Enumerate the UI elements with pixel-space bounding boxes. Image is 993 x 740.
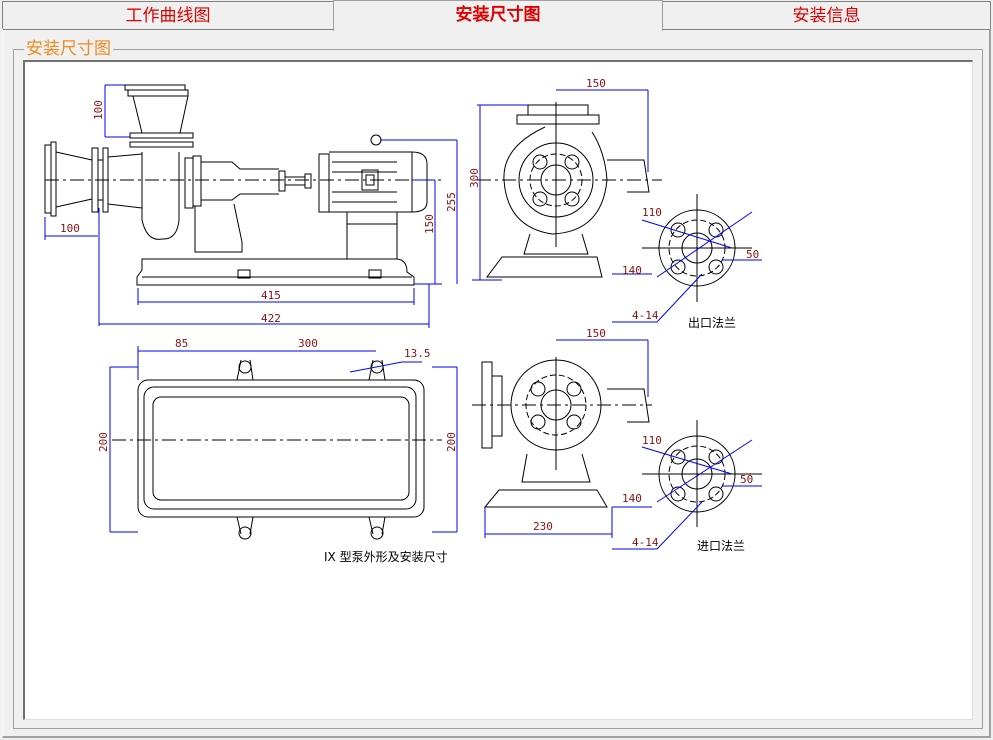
dim-overall-height: 255: [445, 192, 458, 212]
inlet-flange: [642, 420, 762, 527]
dim-outlet-height: 100: [92, 100, 105, 120]
dim-base-offset: 85: [175, 337, 188, 350]
base-plan-view: [137, 359, 425, 540]
dim-bolt-spacing: 300: [298, 337, 318, 350]
dim-shaft-height: 150: [423, 214, 436, 234]
inlet-flange-d1: 110: [642, 434, 662, 447]
dim-base-length: 415: [261, 289, 281, 302]
outlet-flange: [642, 194, 752, 302]
dim-foot-width: 230: [533, 520, 553, 533]
dim-inlet-length: 100: [60, 222, 80, 235]
inlet-flange-holes: 4-14: [632, 536, 659, 549]
group-box: [13, 49, 983, 729]
tab-panel: [2, 29, 991, 738]
drawing-canvas: 100 100 415 422 150 255 150 300 110 140 …: [23, 60, 973, 720]
dimension-lines: [44, 84, 762, 550]
dim-bolt-hole: 13.5: [404, 347, 431, 360]
tab-bar: 工作曲线图 安装尺寸图 安装信息: [0, 0, 993, 31]
group-title: 安装尺寸图: [24, 38, 113, 60]
outlet-flange-d1: 110: [642, 206, 662, 219]
tab-installation-dimensions[interactable]: 安装尺寸图: [333, 0, 663, 31]
pump-side-view: [44, 84, 428, 286]
dim-end-width-bottom: 150: [586, 327, 606, 340]
tab-installation-info[interactable]: 安装信息: [662, 1, 991, 29]
dim-end-height: 300: [468, 168, 481, 188]
dim-overall-length: 422: [261, 312, 281, 325]
inlet-flange-label: 进口法兰: [697, 539, 745, 553]
dim-base-width-left: 200: [97, 432, 110, 452]
drawing-caption: IX 型泵外形及安装尺寸: [324, 549, 448, 564]
pump-end-view-top: [486, 102, 650, 278]
dim-base-width-right: 200: [445, 432, 458, 452]
outlet-flange-bore: 50: [746, 248, 759, 261]
outlet-flange-d2: 140: [622, 264, 642, 277]
tab-performance-curve[interactable]: 工作曲线图: [2, 1, 334, 29]
pump-end-view-bottom: [481, 357, 650, 508]
dim-end-width: 150: [586, 77, 606, 90]
inlet-flange-d2: 140: [622, 492, 642, 505]
outlet-flange-label: 出口法兰: [688, 316, 736, 330]
installation-drawing: 100 100 415 422 150 255 150 300 110 140 …: [44, 77, 762, 564]
outlet-flange-holes: 4-14: [632, 309, 659, 322]
inlet-flange-bore: 50: [740, 473, 753, 486]
